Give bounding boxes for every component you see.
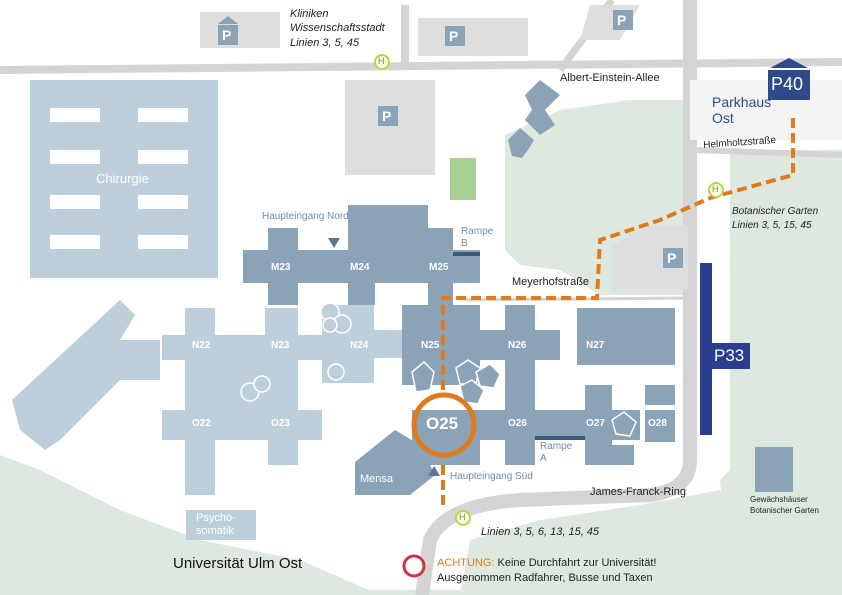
building-n27: N27: [586, 340, 605, 351]
sports-field: [450, 158, 476, 200]
building-o25: O25: [426, 414, 459, 433]
campus-title: Universität Ulm Ost: [173, 555, 303, 572]
pentagon-buildings: [411, 359, 637, 437]
rampe-b-bar: [453, 252, 480, 256]
botanischer-stop-lines: Linien 3, 5, 15, 45: [732, 220, 812, 231]
entrance-arrow-icon: [428, 466, 440, 476]
p33-label: P33: [714, 346, 745, 365]
street-meyerhof: Meyerhofstraße: [512, 276, 590, 288]
rampe-a-label: Rampe: [540, 441, 573, 452]
building-m24: M24: [350, 262, 370, 273]
sued-stop-lines: Linien 3, 5, 6, 13, 15, 45: [481, 526, 600, 538]
building-n22: N22: [192, 340, 211, 351]
parking-sign-label: P: [617, 12, 627, 28]
rampe-b-label: Rampe: [461, 226, 494, 237]
building-m23: M23: [271, 262, 291, 273]
building-n24: N24: [350, 340, 369, 351]
buildings-north: [508, 80, 560, 158]
building-n23: N23: [271, 340, 290, 351]
bus-stop-icon: [374, 54, 724, 526]
bus-stop-symbol: H: [378, 56, 385, 66]
parking-sign-icon: [218, 10, 683, 268]
warning-text-2: Ausgenommen Radfahrer, Busse und Taxen: [437, 572, 653, 584]
p33-bar: [700, 263, 712, 435]
entrance-sued-label: Haupteingang Süd: [450, 471, 533, 482]
p40-sign: [768, 58, 810, 100]
parking-lots: [200, 5, 688, 290]
warning-message: Keine Durchfahrt zur Universität!: [497, 557, 657, 569]
p40-label: P40: [771, 74, 804, 94]
p40-name-line2: Ost: [712, 110, 734, 126]
warning-label: ACHTUNG:: [437, 557, 495, 569]
kliniken-stop-label-2: Wissenschaftsstadt: [290, 22, 385, 34]
building-psychosomatik: Psycho-: [196, 512, 236, 524]
entrance-nord-label: Haupteingang Nord: [262, 211, 349, 222]
parking-sign-label: P: [382, 108, 392, 124]
no-entry-icon: [402, 554, 426, 578]
street-james-franck: James-Franck-Ring: [590, 486, 686, 498]
road-plaza: [690, 80, 842, 140]
buildings-light: [12, 80, 402, 540]
rampe-b-label-2: B: [461, 238, 468, 249]
parking-sign-label: P: [667, 250, 677, 266]
parking-sign-label: P: [222, 27, 232, 43]
o25-highlight-ring: [411, 392, 477, 458]
kliniken-stop-label: Kliniken: [290, 8, 329, 20]
botanischer-stop-label: Botanischer Garten: [732, 206, 819, 217]
parking-sign-label: P: [449, 28, 459, 44]
warning-text: ACHTUNG: Keine Durchfahrt zur Universitä…: [437, 557, 656, 569]
building-o28: O28: [648, 418, 667, 429]
round-buildings: [240, 302, 352, 402]
building-gewaechshaeuser-2: Botanischer Garten: [750, 506, 819, 515]
route-path: [441, 118, 795, 510]
building-o23: O23: [271, 418, 290, 429]
building-psychosomatik-2: somatik: [196, 525, 234, 537]
chirurgie-courtyards: [50, 108, 188, 249]
building-o27: O27: [586, 418, 605, 429]
building-m25: M25: [429, 262, 449, 273]
street-albert-einstein: Albert-Einstein-Allee: [560, 72, 660, 84]
building-gewaechshaeuser: Gewächshäuser: [750, 495, 808, 504]
bus-stop-symbol: H: [712, 184, 719, 194]
p40-name-line1: Parkhaus: [712, 94, 772, 110]
bus-stop-symbol: H: [459, 512, 466, 522]
building-mensa: Mensa: [360, 473, 394, 485]
p33-sign: [712, 343, 750, 369]
building-n25: N25: [421, 340, 440, 351]
building-chirurgie: Chirurgie: [96, 171, 149, 186]
building-n26: N26: [508, 340, 527, 351]
rampe-a-bar: [535, 436, 585, 440]
entrance-arrow-icon: [328, 238, 340, 248]
kliniken-stop-lines: Linien 3, 5, 45: [290, 37, 360, 49]
rampe-a-label-2: A: [540, 453, 547, 464]
building-o22: O22: [192, 418, 211, 429]
building-o26: O26: [508, 418, 527, 429]
